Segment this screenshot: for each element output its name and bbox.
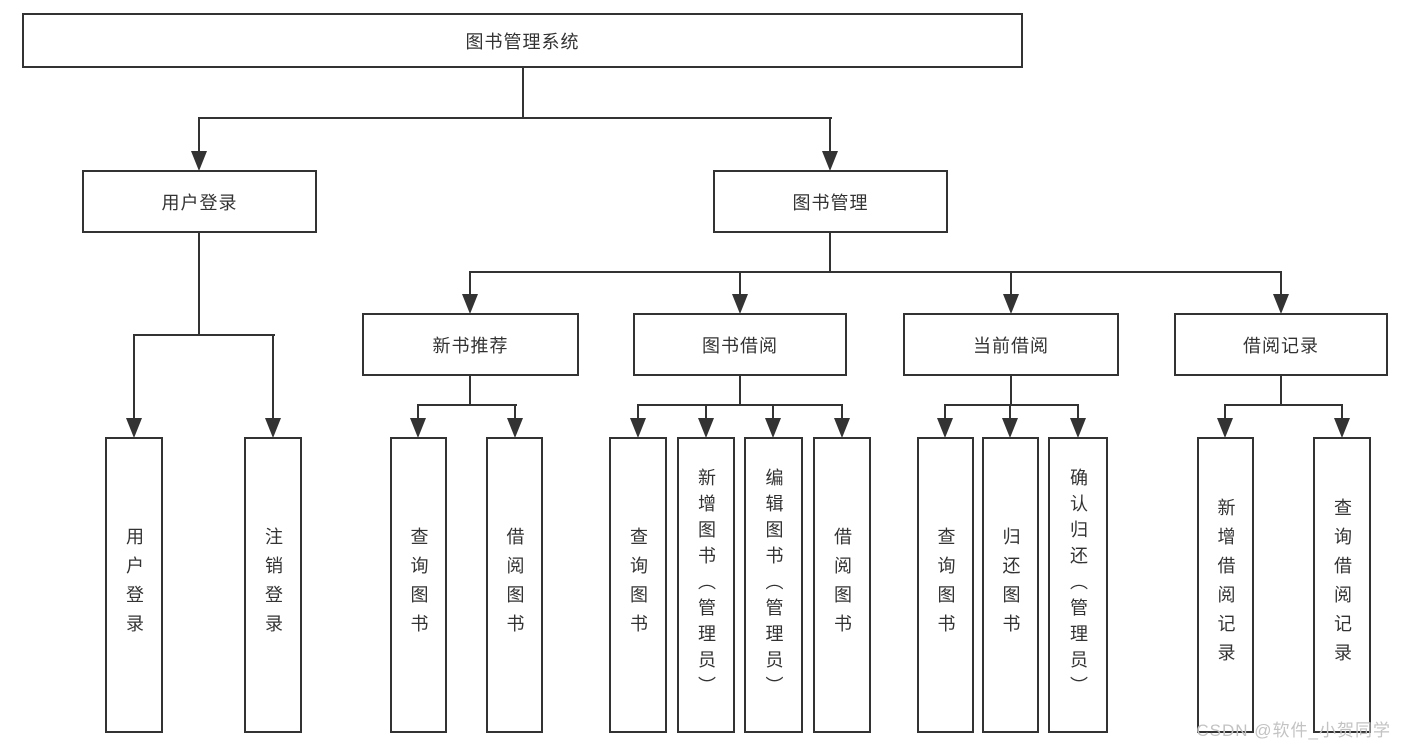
leaf-label: 借阅图书 (832, 527, 852, 643)
leaf-label: 确认归还（管理员） (1068, 468, 1088, 702)
leaf-add-borrow-record: 新增借阅记录 (1197, 437, 1254, 733)
connector-drop (841, 404, 843, 420)
arrow-down-icon (834, 418, 850, 438)
connector-drop-book-borrow (739, 271, 741, 295)
leaf-logout: 注销登录 (244, 437, 302, 733)
connector-current-borrow-horizontal (944, 404, 1079, 406)
connector-drop (637, 404, 639, 420)
leaf-label: 注销登录 (263, 527, 283, 643)
connector-drop-leaf-logout (272, 334, 274, 419)
connector-drop-book-management (829, 117, 831, 153)
connector-book-management-trunk (829, 233, 831, 272)
connector-book-management-horizontal (469, 271, 1282, 273)
connector-drop (1224, 404, 1226, 420)
arrow-down-icon (265, 418, 281, 438)
leaf-label: 编辑图书（管理员） (763, 468, 784, 702)
leaf-borrow-book: 借阅图书 (813, 437, 871, 733)
arrow-down-icon (698, 418, 714, 438)
node-new-book-recommend: 新书推荐 (362, 313, 579, 376)
arrow-down-icon (765, 418, 781, 438)
node-label: 借阅记录 (1243, 335, 1319, 356)
node-label: 新书推荐 (432, 335, 509, 356)
connector-drop-user-login (198, 117, 200, 153)
leaf-label: 查询图书 (935, 527, 956, 643)
connector-new-book-horizontal (417, 404, 517, 406)
arrow-down-icon (126, 418, 142, 438)
node-label: 用户登录 (161, 192, 238, 213)
arrow-down-icon (507, 418, 523, 438)
connector-drop (1077, 404, 1079, 420)
connector-borrow-records-horizontal (1224, 404, 1343, 406)
node-label: 当前借阅 (973, 335, 1049, 356)
watermark: CSDN @软件_小贺同学 (1196, 721, 1391, 740)
connector-book-borrow-trunk (739, 376, 741, 406)
node-book-management: 图书管理 (713, 170, 948, 233)
leaf-borrow-book-recommend: 借阅图书 (486, 437, 543, 733)
node-label: 图书借阅 (702, 335, 778, 356)
connector-new-book-trunk (469, 376, 471, 406)
node-current-borrow: 当前借阅 (903, 313, 1119, 376)
arrow-down-icon (1334, 418, 1350, 438)
leaf-query-book-current: 查询图书 (917, 437, 974, 733)
connector-drop-borrow-records (1280, 271, 1282, 295)
connector-borrow-records-trunk (1280, 376, 1282, 406)
node-label: 图书管理 (792, 192, 869, 213)
leaf-label: 归还图书 (1000, 527, 1021, 643)
connector-drop (772, 404, 774, 420)
arrow-down-icon (937, 418, 953, 438)
connector-root-trunk (522, 68, 524, 118)
node-borrow-records: 借阅记录 (1174, 313, 1388, 376)
leaf-confirm-return-admin: 确认归还（管理员） (1048, 437, 1108, 733)
arrow-down-icon (462, 294, 478, 314)
leaf-query-book-recommend: 查询图书 (390, 437, 447, 733)
node-user-login: 用户登录 (82, 170, 317, 233)
arrow-down-icon (1003, 294, 1019, 314)
connector-user-login-trunk (198, 233, 200, 336)
node-label: 图书管理系统 (465, 31, 580, 52)
connector-user-login-horizontal (133, 334, 275, 336)
leaf-label: 新增图书（管理员） (696, 468, 716, 702)
connector-book-borrow-horizontal (637, 404, 843, 406)
leaf-query-book-borrow: 查询图书 (609, 437, 667, 733)
leaf-label: 查询借阅记录 (1332, 498, 1352, 672)
leaf-query-borrow-record: 查询借阅记录 (1313, 437, 1371, 733)
leaf-label: 查询图书 (628, 527, 648, 643)
leaf-label: 新增借阅记录 (1215, 498, 1236, 672)
connector-drop-current-borrow (1010, 271, 1012, 295)
arrow-down-icon (732, 294, 748, 314)
connector-drop (514, 404, 516, 420)
arrow-down-icon (1002, 418, 1018, 438)
connector-drop-new-book-recommend (469, 271, 471, 295)
leaf-label: 查询图书 (408, 527, 429, 643)
leaf-label: 用户登录 (124, 527, 144, 643)
connector-drop (417, 404, 419, 420)
leaf-add-book-admin: 新增图书（管理员） (677, 437, 735, 733)
connector-drop (705, 404, 707, 420)
arrow-down-icon (1217, 418, 1233, 438)
connector-drop (1341, 404, 1343, 420)
connector-drop (1009, 404, 1011, 420)
leaf-return-book: 归还图书 (982, 437, 1039, 733)
arrow-down-icon (630, 418, 646, 438)
connector-drop (944, 404, 946, 420)
arrow-down-icon (410, 418, 426, 438)
node-book-borrow: 图书借阅 (633, 313, 847, 376)
arrow-down-icon (822, 151, 838, 171)
arrow-down-icon (191, 151, 207, 171)
connector-current-borrow-trunk (1010, 376, 1012, 406)
node-root: 图书管理系统 (22, 13, 1023, 68)
arrow-down-icon (1070, 418, 1086, 438)
leaf-edit-book-admin: 编辑图书（管理员） (744, 437, 803, 733)
connector-root-horizontal (198, 117, 832, 119)
leaf-label: 借阅图书 (504, 527, 525, 643)
leaf-user-login: 用户登录 (105, 437, 163, 733)
arrow-down-icon (1273, 294, 1289, 314)
connector-drop-leaf-user-login (133, 334, 135, 419)
